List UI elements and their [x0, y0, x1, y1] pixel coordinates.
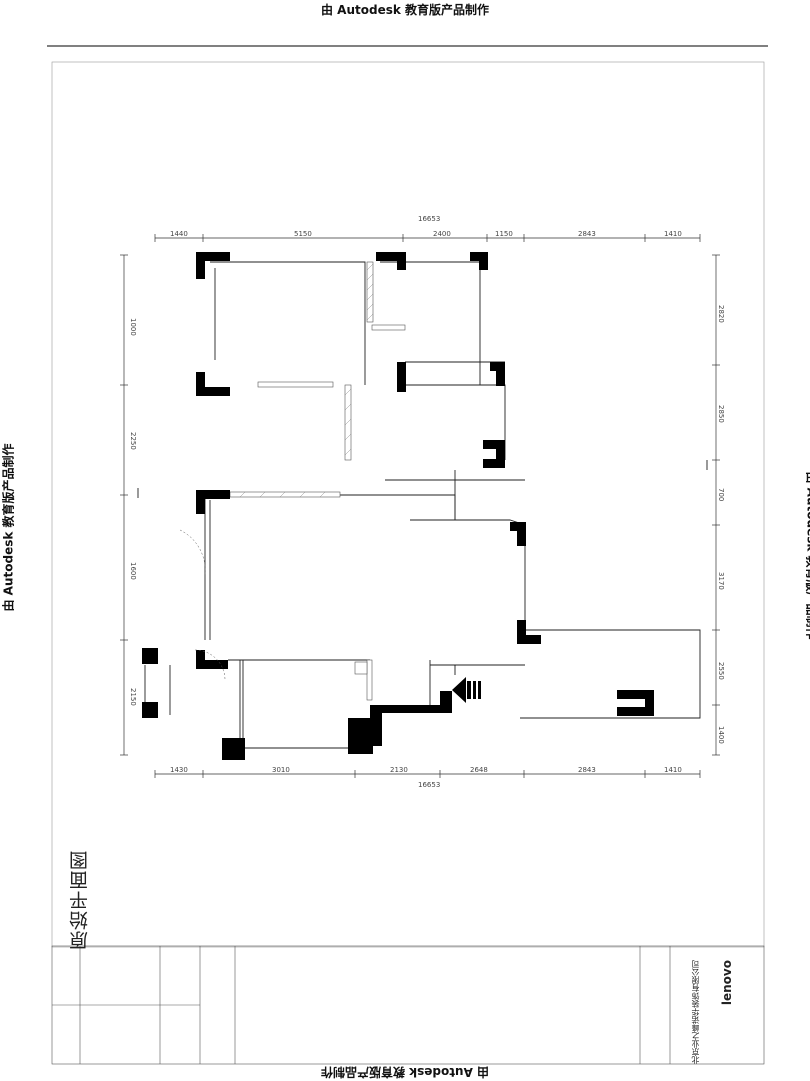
top-dimension-chain — [155, 234, 700, 242]
bottom-dim-1: 1430 — [170, 766, 188, 774]
left-dim-2: 2250 — [129, 432, 137, 450]
left-dim-3: 1600 — [129, 562, 137, 580]
walls-hatched — [230, 262, 405, 700]
company-name: 北京业之峰诺华装饰有限公司 — [690, 960, 701, 1064]
bottom-dimension-chain — [155, 770, 700, 778]
bottom-dim-4: 2648 — [470, 766, 488, 774]
right-dim-1: 2820 — [717, 305, 725, 323]
overall-bottom-dim: 16653 — [418, 781, 440, 789]
top-dim-2: 5150 — [294, 230, 312, 238]
top-dim-1: 1440 — [170, 230, 188, 238]
top-dim-4: 1150 — [495, 230, 513, 238]
right-dim-3: 700 — [717, 488, 725, 501]
company-logo: lenovo — [720, 960, 734, 1005]
top-dim-6: 1410 — [664, 230, 682, 238]
bottom-dim-2: 3010 — [272, 766, 290, 774]
entrance-arrow-icon — [452, 677, 481, 703]
bottom-dim-3: 2130 — [390, 766, 408, 774]
top-dim-3: 2400 — [433, 230, 451, 238]
right-dimension-chain — [712, 255, 720, 755]
plan-title: 原始平面图 — [66, 850, 93, 950]
right-dim-6: 1400 — [717, 726, 725, 744]
left-dim-1: 1000 — [129, 318, 137, 336]
walls-thin — [145, 262, 700, 748]
top-dim-5: 2843 — [578, 230, 596, 238]
bottom-dim-5: 2843 — [578, 766, 596, 774]
hatching — [240, 264, 373, 497]
title-block — [52, 946, 764, 1064]
right-dim-4: 3170 — [717, 572, 725, 590]
drawing-border — [52, 62, 764, 947]
left-dim-4: 2150 — [129, 688, 137, 706]
right-dim-2: 2850 — [717, 405, 725, 423]
left-dimension-chain — [120, 255, 128, 755]
bottom-dim-6: 1410 — [664, 766, 682, 774]
right-dim-5: 2550 — [717, 662, 725, 680]
overall-top-dim: 16653 — [418, 215, 440, 223]
